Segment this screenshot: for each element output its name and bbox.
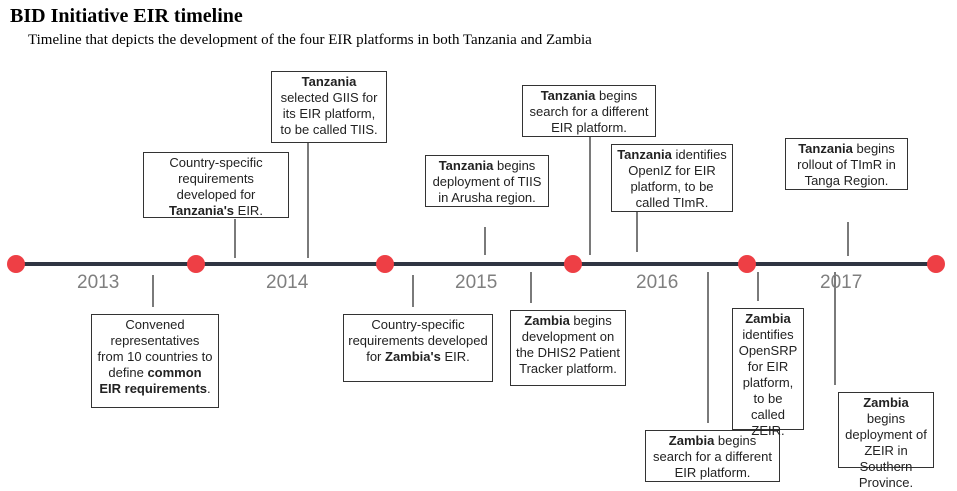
event-box: Zambia begins deployment of ZEIR in Sout… [838, 392, 934, 490]
event-box: Tanzania begins rollout of TImR in Tanga… [785, 138, 908, 190]
event-text: identifies OpenIZ for EIR platform, to b… [628, 147, 727, 210]
event-tail: . [207, 381, 211, 396]
year-label: 2013 [77, 272, 120, 293]
event-bold-end: Zambia's [385, 349, 441, 364]
event-bold: Zambia [745, 311, 791, 326]
event-bold: Zambia [863, 395, 909, 410]
event-bold: Tanzania [617, 147, 672, 162]
event-text: selected GIIS for its EIR platform, to b… [280, 90, 378, 137]
event-box: Tanzania selected GIIS for its EIR platf… [271, 71, 387, 143]
event-box: Tanzania identifies OpenIZ for EIR platf… [611, 144, 733, 212]
event-text: identifies OpenSRP for EIR platform, to … [738, 327, 798, 438]
timeline-marker [564, 255, 582, 273]
year-label: 2014 [266, 272, 309, 293]
event-bold: Tanzania [301, 74, 357, 89]
event-box: Convened representatives from 10 countri… [91, 314, 219, 408]
event-tail: EIR. [234, 203, 263, 218]
event-text: begins search for a different EIR platfo… [653, 433, 772, 480]
event-bold-end: common EIR requirements [99, 365, 208, 396]
year-label: 2017 [820, 272, 863, 293]
event-box: Zambia begins search for a different EIR… [645, 430, 780, 482]
event-box: Tanzania begins deployment of TIIS in Ar… [425, 155, 549, 207]
event-box: Zambia begins development on the DHIS2 P… [510, 310, 626, 386]
event-box: Zambia identifies OpenSRP for EIR platfo… [732, 308, 804, 438]
event-text: begins deployment of ZEIR in Southern Pr… [845, 411, 927, 490]
page-subtitle: Timeline that depicts the development of… [28, 32, 592, 48]
event-text: begins deployment of TIIS in Arusha regi… [432, 158, 542, 205]
timeline-marker [187, 255, 205, 273]
event-text: Country-specific requirements developed … [348, 317, 488, 364]
event-box: Tanzania begins search for a different E… [522, 85, 656, 137]
year-label: 2015 [455, 272, 498, 293]
event-box: Country-specific requirements developed … [343, 314, 493, 382]
event-bold: Tanzania [438, 158, 494, 173]
event-text: Country-specific requirements developed … [169, 155, 263, 202]
event-bold: Tanzania [540, 88, 596, 103]
event-text: begins development on the DHIS2 Patient … [515, 313, 621, 376]
event-tail: EIR. [440, 349, 470, 364]
event-bold-end: Tanzania's [169, 203, 235, 218]
event-bold: Tanzania [798, 141, 853, 156]
year-label: 2016 [636, 272, 679, 293]
page-title: BID Initiative EIR timeline [10, 5, 243, 27]
event-text: Convened representatives from 10 countri… [97, 317, 213, 380]
timeline-marker [7, 255, 25, 273]
timeline-marker [738, 255, 756, 273]
event-text: begins search for a different EIR platfo… [529, 88, 649, 135]
event-box: Country-specific requirements developed … [143, 152, 289, 218]
timeline-marker [927, 255, 945, 273]
timeline-marker [376, 255, 394, 273]
event-bold: Zambia [524, 313, 570, 328]
event-text: begins rollout of TImR in Tanga Region. [797, 141, 896, 188]
event-bold: Zambia [668, 433, 715, 448]
